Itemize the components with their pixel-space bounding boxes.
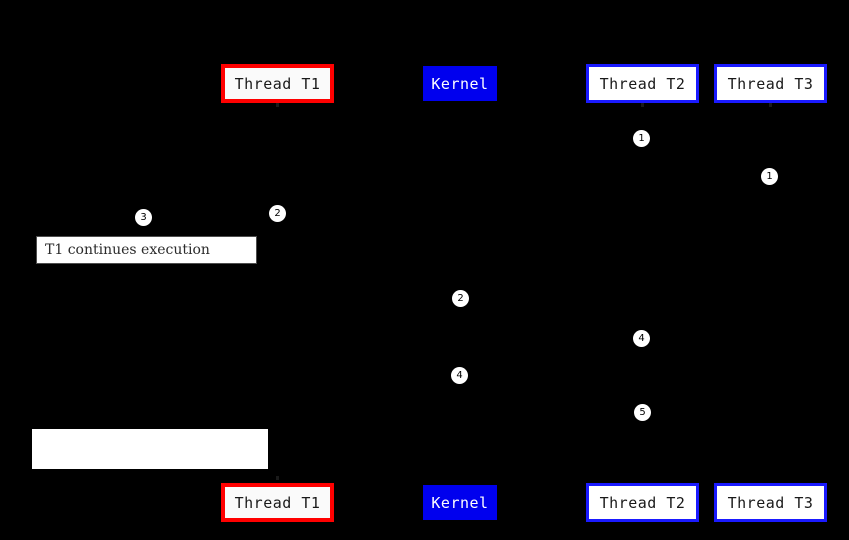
participant-box-kernel-bottom[interactable]: Kernel — [423, 485, 497, 520]
participant-label-thread-t2-bottom: Thread T2 — [599, 493, 686, 512]
participant-box-thread-t3-top[interactable]: Thread T3 — [714, 64, 827, 103]
lifeline-thread-t1 — [277, 103, 278, 483]
participant-box-thread-t2-top[interactable]: Thread T2 — [586, 64, 699, 103]
step-marker-t2-4: 4 — [633, 330, 650, 347]
step-marker-t1-2: 2 — [269, 205, 286, 222]
lifeline-nub-t1-bottom — [276, 476, 279, 480]
step-marker-kernel-4: 4 — [451, 367, 468, 384]
step-marker-label: 4 — [638, 332, 645, 344]
step-marker-label: 4 — [456, 369, 463, 381]
participant-box-thread-t3-bottom[interactable]: Thread T3 — [714, 483, 827, 522]
lifeline-thread-t3 — [770, 103, 771, 483]
participant-label-thread-t3-bottom: Thread T3 — [727, 493, 814, 512]
step-marker-kernel-2: 2 — [452, 290, 469, 307]
participant-label-thread-t2-top: Thread T2 — [599, 74, 686, 93]
lifeline-thread-t2 — [642, 103, 643, 483]
participant-label-kernel-top: Kernel — [431, 74, 489, 93]
step-marker-t1-3: 3 — [135, 209, 152, 226]
participant-box-thread-t1-bottom[interactable]: Thread T1 — [221, 483, 334, 522]
participant-label-thread-t3-top: Thread T3 — [727, 74, 814, 93]
note-blank-box — [32, 429, 268, 469]
participant-label-kernel-bottom: Kernel — [431, 493, 489, 512]
note-t1-continues-execution: T1 continues execution — [36, 236, 257, 264]
step-marker-label: 1 — [766, 170, 773, 182]
step-marker-label: 5 — [639, 406, 646, 418]
step-marker-t3-1: 1 — [761, 168, 778, 185]
step-marker-label: 1 — [638, 132, 645, 144]
participant-label-thread-t1-bottom: Thread T1 — [234, 493, 321, 512]
lifeline-nub-t3-top — [769, 103, 772, 107]
participant-box-thread-t2-bottom[interactable]: Thread T2 — [586, 483, 699, 522]
step-marker-t2-1: 1 — [633, 130, 650, 147]
lifeline-nub-t1-top — [276, 103, 279, 107]
participant-label-thread-t1-top: Thread T1 — [234, 74, 321, 93]
lifeline-nub-t2-top — [641, 103, 644, 107]
step-marker-label: 2 — [457, 292, 464, 304]
note-text: T1 continues execution — [45, 242, 210, 258]
step-marker-t2-5: 5 — [634, 404, 651, 421]
step-marker-label: 2 — [274, 207, 281, 219]
step-marker-label: 3 — [140, 211, 147, 223]
participant-box-thread-t1-top[interactable]: Thread T1 — [221, 64, 334, 103]
participant-box-kernel-top[interactable]: Kernel — [423, 66, 497, 101]
